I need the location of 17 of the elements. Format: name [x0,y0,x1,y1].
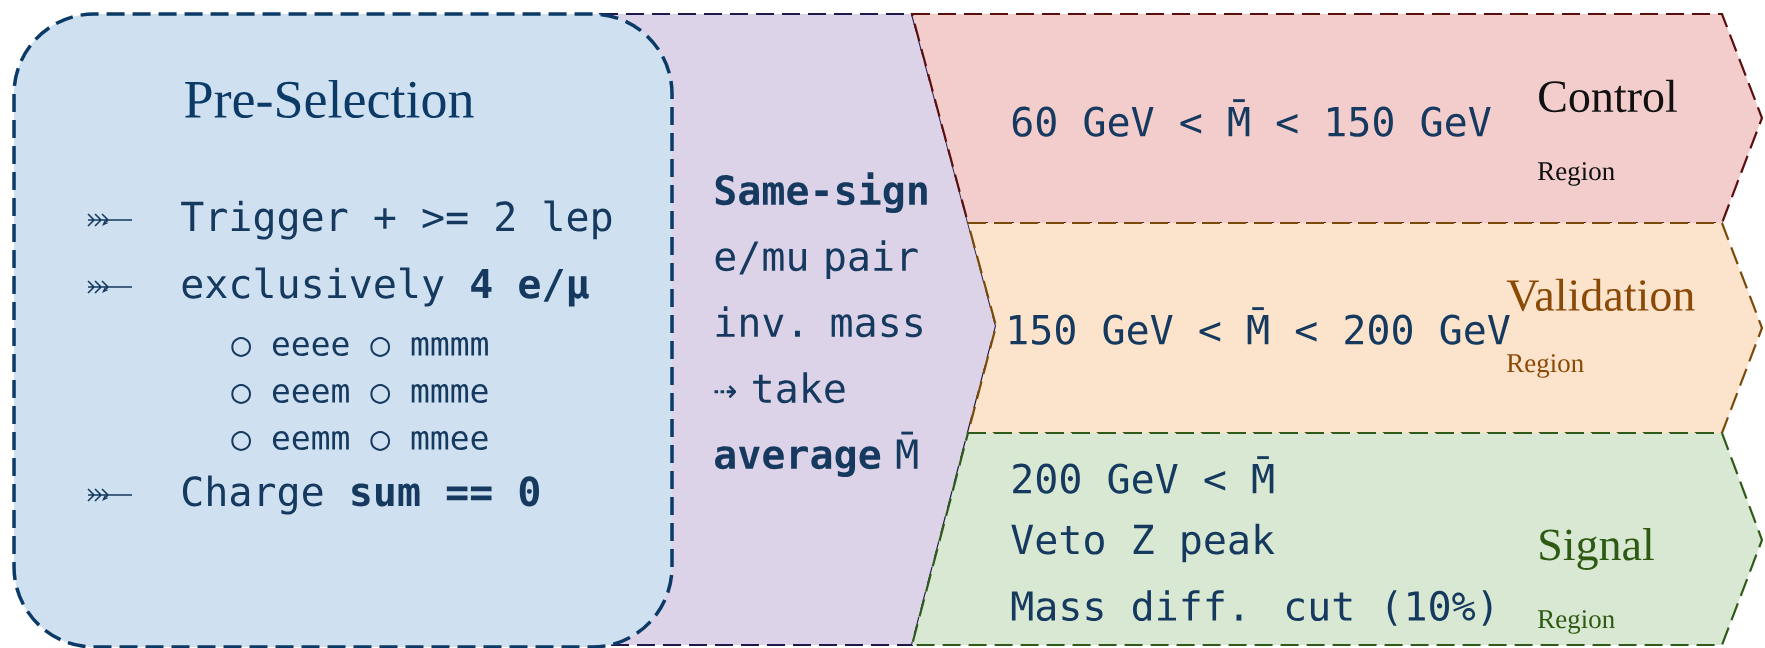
list-item: Trigger + >= 2 lep [181,200,612,240]
region-subheading: Region [1538,610,1615,634]
region-heading: Signal [1540,528,1654,570]
cut-text: 60 GeV < M̄ < 150 GeV [1012,99,1491,137]
region-subheading: Region [1507,354,1584,378]
cut-text: Mass diff. cut (10%) [1011,590,1492,626]
list-item: Charge sum == 0 [182,475,539,515]
cut-text: 200 GeV < M̄ [1013,456,1274,494]
cut-text: Veto Z peak [1011,523,1275,563]
description-text: Same-sign e/mu pair inv. mass ⇢ take average M̄ [714,172,927,477]
sub-item: ○ eeem ○ mmme [231,384,488,404]
region-subheading: Region [1538,162,1615,186]
panel-heading: Pre-Selection [185,80,474,118]
list-item: exclusively 4 e/μ [182,267,589,307]
sub-item: ○ eemm ○ mmee [231,431,488,451]
sub-item: ○ eeee ○ mmmm [231,337,488,357]
region-heading: Control [1539,79,1677,113]
